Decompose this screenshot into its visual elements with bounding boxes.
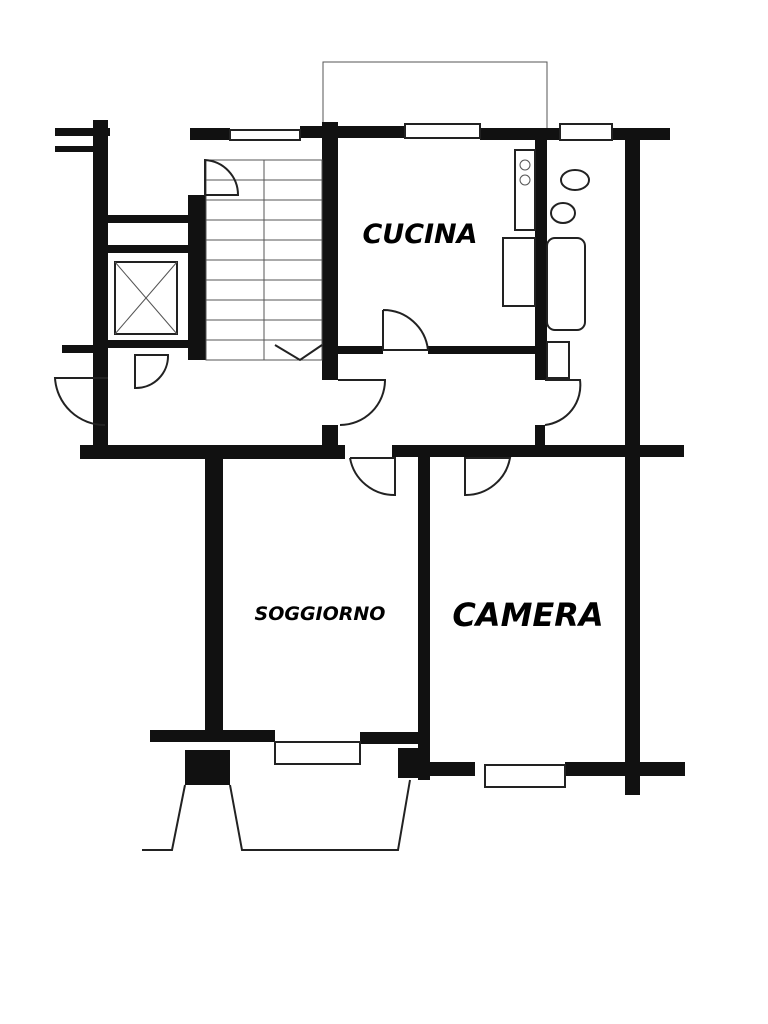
exterior-walls bbox=[55, 120, 685, 795]
elevator bbox=[114, 261, 178, 335]
balcony-bottom bbox=[142, 779, 411, 851]
bathroom-fixtures bbox=[546, 169, 590, 379]
doors bbox=[53, 158, 582, 497]
room-label-living: SOGGIORNO bbox=[255, 603, 386, 625]
room-label-kitchen: CUCINA bbox=[362, 219, 477, 250]
kitchen-fixtures bbox=[502, 149, 536, 307]
room-label-bedroom: CAMERA bbox=[452, 596, 603, 634]
windows bbox=[229, 123, 613, 788]
staircase bbox=[205, 159, 323, 362]
interior-walls bbox=[62, 122, 547, 450]
balcony-top bbox=[322, 61, 548, 128]
